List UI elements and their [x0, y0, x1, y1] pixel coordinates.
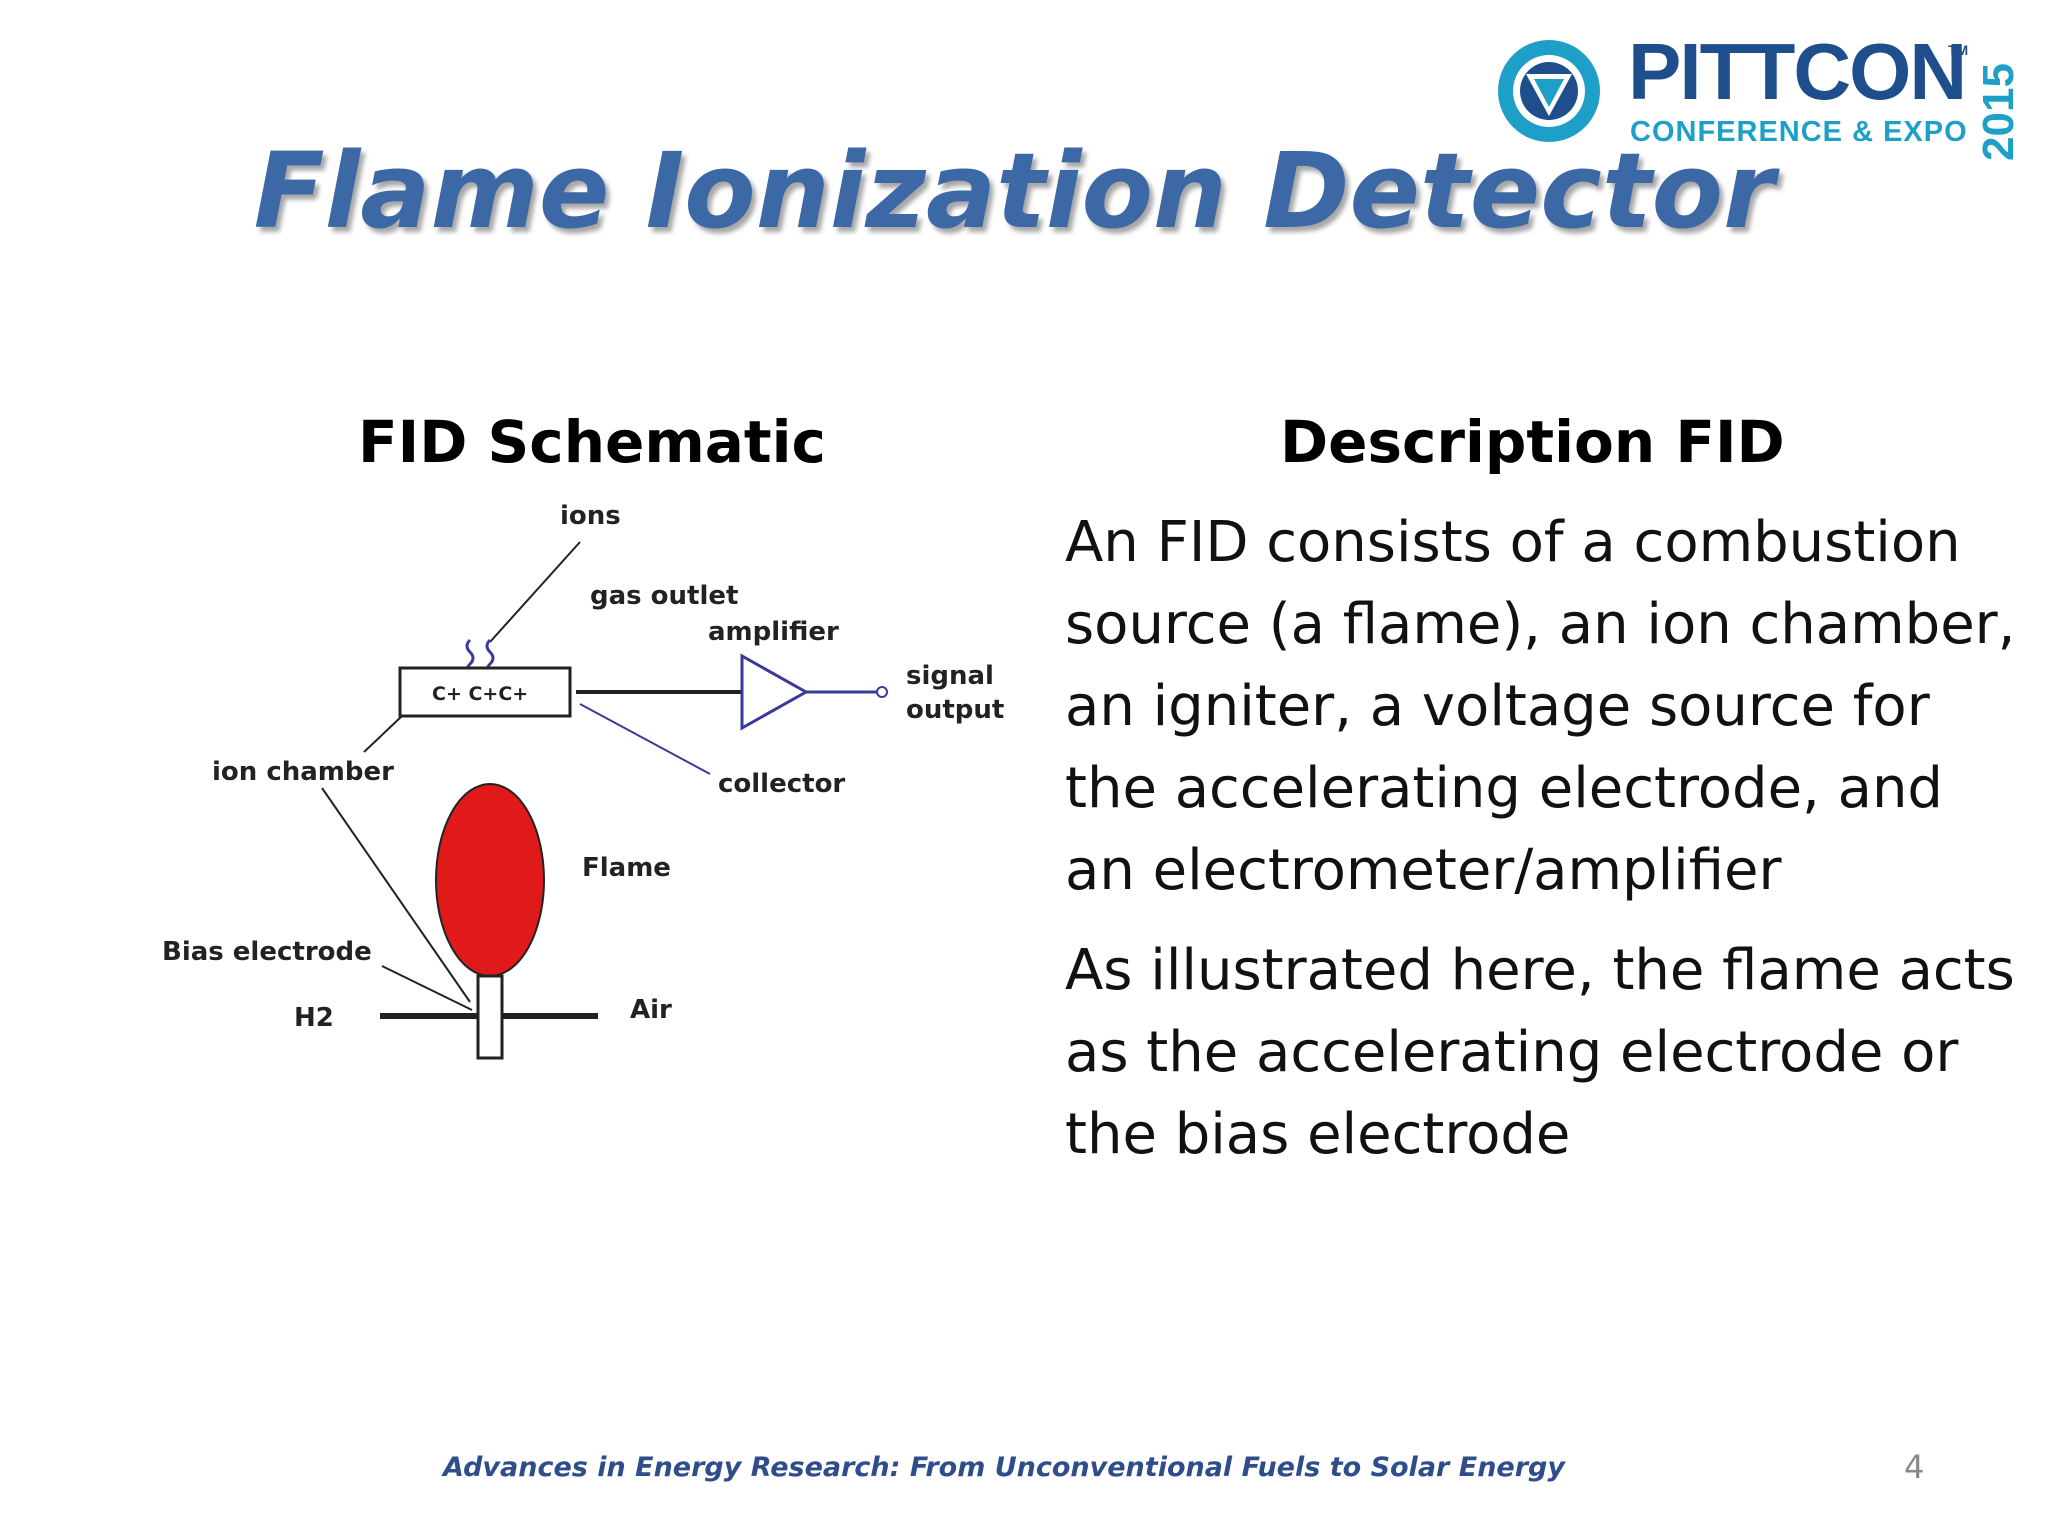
ions-pointer [489, 541, 581, 643]
label-air: Air [630, 995, 672, 1025]
label-output: output [906, 695, 1004, 725]
description-paragraph-1: An FID consists of a combustion source (… [1065, 510, 2016, 903]
label-h2: H2 [294, 1003, 334, 1033]
bias-electrode-pointer [381, 965, 473, 1011]
flame-ellipse [435, 783, 545, 977]
description-heading: Description FID [1280, 408, 1785, 476]
logo-trademark: TM [1948, 42, 1969, 58]
output-terminal [876, 686, 888, 698]
fid-schematic-diagram: ions gas outlet C+ C+C+ amplifier signal… [162, 501, 1004, 1060]
label-flame: Flame [582, 853, 671, 883]
logo-subtitle: CONFERENCE & EXPO [1630, 116, 1968, 148]
schematic-heading: FID Schematic [358, 408, 826, 476]
burner-nozzle [476, 974, 504, 1060]
ion-chamber-box [398, 666, 572, 718]
description-text: An FID consists of a combustion source (… [1065, 502, 2025, 1194]
label-collector: collector [718, 769, 845, 799]
pittcon-logo-icon [1498, 40, 1600, 142]
ion-chamber-pointer-2 [321, 787, 471, 1003]
pittcon-logo: PITTCON TM CONFERENCE & EXPO 2015 [1496, 32, 2023, 161]
slide-title: Flame Ionization Detector [253, 130, 1775, 252]
amplifier-triangle [740, 653, 810, 731]
label-chamber-contents: C+ C+C+ [432, 683, 528, 705]
label-ions: ions [560, 501, 621, 531]
label-signal: signal [906, 661, 994, 691]
logo-wordmark: PITTCON [1628, 27, 1967, 116]
collector-pointer [579, 703, 711, 775]
label-bias-electrode: Bias electrode [162, 937, 372, 967]
label-gas-outlet: gas outlet [590, 581, 738, 611]
ion-chamber-pointer [363, 715, 403, 753]
footer-text: Advances in Energy Research: From Unconv… [443, 1452, 1565, 1483]
label-amplifier: amplifier [708, 617, 839, 647]
description-paragraph-2: As illustrated here, the flame acts as t… [1065, 938, 2015, 1167]
page-number: 4 [1904, 1448, 1925, 1486]
label-ion-chamber: ion chamber [212, 757, 394, 787]
